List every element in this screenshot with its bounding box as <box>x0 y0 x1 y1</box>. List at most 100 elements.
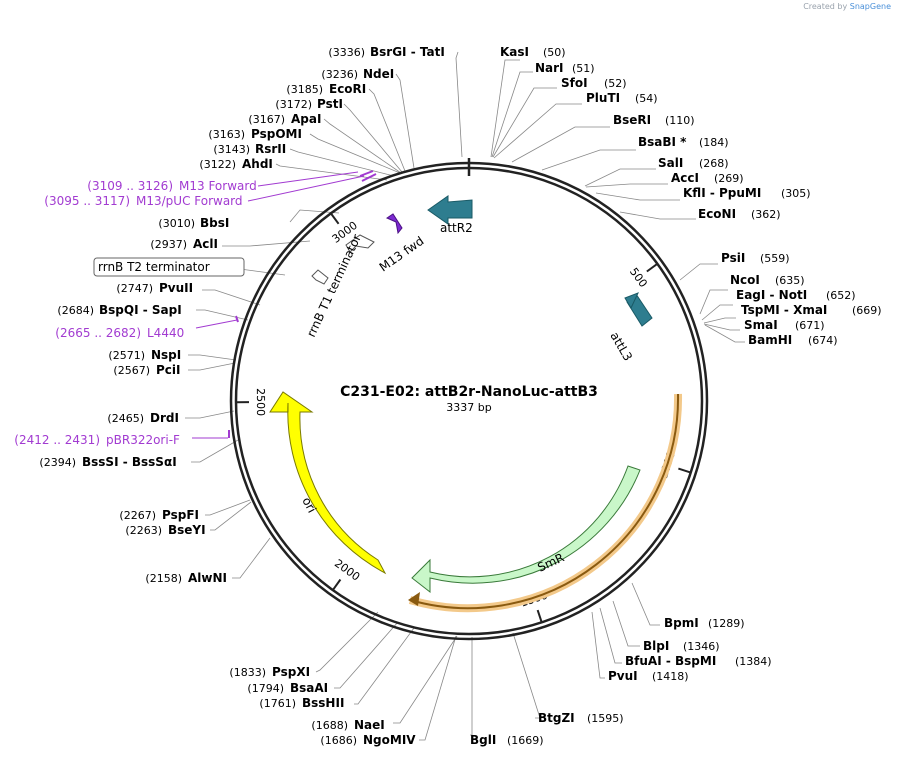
enzyme-pos: (1761) <box>259 697 296 710</box>
nanoluc-orf-arrow <box>408 592 420 606</box>
enzyme-pos: (3336) <box>328 46 365 59</box>
snapgene-credit: Created by SnapGene <box>803 2 891 11</box>
rrnb-t2-label-box <box>93 257 245 277</box>
enzyme-pos: (1686) <box>320 734 357 747</box>
enzyme-name: BsaAI <box>290 681 328 695</box>
enzyme-name: PciI <box>156 363 181 377</box>
primer-range: (3095 .. 3117) <box>44 194 130 208</box>
enzyme-name: NgoMIV <box>363 733 416 747</box>
enzyme-name: PspFI <box>162 508 199 522</box>
enzyme-pos: (1595) <box>587 712 624 725</box>
enzyme-name: BsrGI - TatI <box>370 45 445 59</box>
enzyme-name: NaeI <box>354 718 385 732</box>
enzyme-pos: (110) <box>665 114 695 127</box>
plasmid-length: 3337 bp <box>446 401 491 414</box>
enzyme-name: ApaI <box>291 112 321 126</box>
plasmid-name: C231-E02: attB2r-NanoLuc-attB3 <box>340 384 598 400</box>
enzyme-pos: (2571) <box>108 349 145 362</box>
primer-marks <box>228 170 377 438</box>
enzyme-pos: (2158) <box>145 572 182 585</box>
tick-mark <box>536 609 543 623</box>
enzyme-name: TspMI - XmaI <box>741 303 827 317</box>
tick-mark <box>678 467 692 474</box>
enzyme-name: KflI - PpuMI <box>683 186 761 200</box>
enzyme-name: AhdI <box>242 157 273 171</box>
enzyme-pos: (3143) <box>213 143 250 156</box>
enzyme-name: BamHI <box>748 333 792 347</box>
enzyme-pos: (674) <box>808 334 838 347</box>
enzyme-name: SmaI <box>744 318 778 332</box>
primer-name: L4440 <box>147 326 184 340</box>
enzyme-pos: (1833) <box>229 666 266 679</box>
primer-range: (3109 .. 3126) <box>87 179 173 193</box>
tick-label: 2000 <box>332 557 362 584</box>
enzyme-pos: (1688) <box>311 719 348 732</box>
enzyme-name: EcoNI <box>698 207 736 221</box>
rrnb-t2-feature <box>311 269 329 285</box>
rrnb-t1-label: rrnB T1 terminator <box>304 232 364 339</box>
snapgene-logo-text: SnapGene <box>849 2 891 11</box>
position-ticks <box>235 212 692 623</box>
enzyme-pos: (1346) <box>683 640 720 653</box>
credit-prefix: Created by <box>803 2 848 11</box>
nanoluc-orf-line <box>409 393 680 610</box>
enzyme-pos: (3185) <box>286 83 323 96</box>
enzyme-name: PvuII <box>159 281 193 295</box>
primer-range: (2412 .. 2431) <box>14 433 100 447</box>
enzyme-name: BtgZI <box>538 711 575 725</box>
enzyme-name: EcoRI <box>329 82 366 96</box>
enzyme-name: BpmI <box>664 616 699 630</box>
m13fwd-label: M13 fwd <box>377 234 427 275</box>
enzyme-pos: (269) <box>714 172 744 185</box>
tick-label: 500 <box>627 265 650 290</box>
enzyme-name: PspOMI <box>251 127 302 141</box>
enzyme-pos: (669) <box>852 304 882 317</box>
enzyme-name: PstI <box>317 97 343 111</box>
enzyme-name: NarI <box>535 61 564 75</box>
ori-label: ori <box>299 495 319 515</box>
enzyme-labels-right: KasI (50) NarI (51) SfoI (52) PluTI (54)… <box>470 45 882 747</box>
enzyme-name: PvuI <box>608 669 638 683</box>
enzyme-name: AccI <box>671 171 699 185</box>
enzyme-pos: (2747) <box>116 282 153 295</box>
rrnb-t1-feature <box>345 234 375 253</box>
enzyme-name: BfuAI - BspMI <box>625 654 716 668</box>
enzyme-pos: (2263) <box>125 524 162 537</box>
enzyme-name: BglI <box>470 733 496 747</box>
enzyme-pos: (1794) <box>247 682 284 695</box>
enzyme-pos: (3236) <box>321 68 358 81</box>
rrnb-t2-label: rrnB T2 terminator <box>98 260 210 274</box>
enzyme-name: NcoI <box>730 273 760 287</box>
tick-mark <box>646 263 658 273</box>
enzyme-pos: (51) <box>572 62 595 75</box>
enzyme-pos: (3122) <box>199 158 236 171</box>
enzyme-pos: (2465) <box>107 412 144 425</box>
enzyme-pos: (1289) <box>708 617 745 630</box>
leader-lines <box>185 51 745 741</box>
enzyme-pos: (50) <box>543 46 566 59</box>
primer-leaders <box>192 171 365 439</box>
enzyme-name: BseRI <box>613 113 651 127</box>
primer-range: (2665 .. 2682) <box>55 326 141 340</box>
enzyme-pos: (1384) <box>735 655 772 668</box>
smr-feature <box>411 465 641 594</box>
enzyme-name: BbsI <box>200 216 229 230</box>
enzyme-name: BssSI - BssSαI <box>82 455 177 469</box>
enzyme-name: PspXI <box>272 665 310 679</box>
enzyme-name: BlpI <box>643 639 669 653</box>
enzyme-name: KasI <box>500 45 529 59</box>
attr2-label: attR2 <box>440 221 473 235</box>
enzyme-pos: (305) <box>781 187 811 200</box>
enzyme-pos: (54) <box>635 92 658 105</box>
enzyme-name: PluTI <box>586 91 620 105</box>
enzyme-pos: (362) <box>751 208 781 221</box>
enzyme-name: BssHII <box>302 696 344 710</box>
enzyme-pos: (671) <box>795 319 825 332</box>
attl3-label: attL3 <box>607 330 635 364</box>
enzyme-pos: (635) <box>775 274 805 287</box>
enzyme-name: EagI - NotI <box>736 288 807 302</box>
enzyme-pos: (268) <box>699 157 729 170</box>
tick-mark <box>330 212 340 225</box>
ori-feature <box>269 391 387 575</box>
